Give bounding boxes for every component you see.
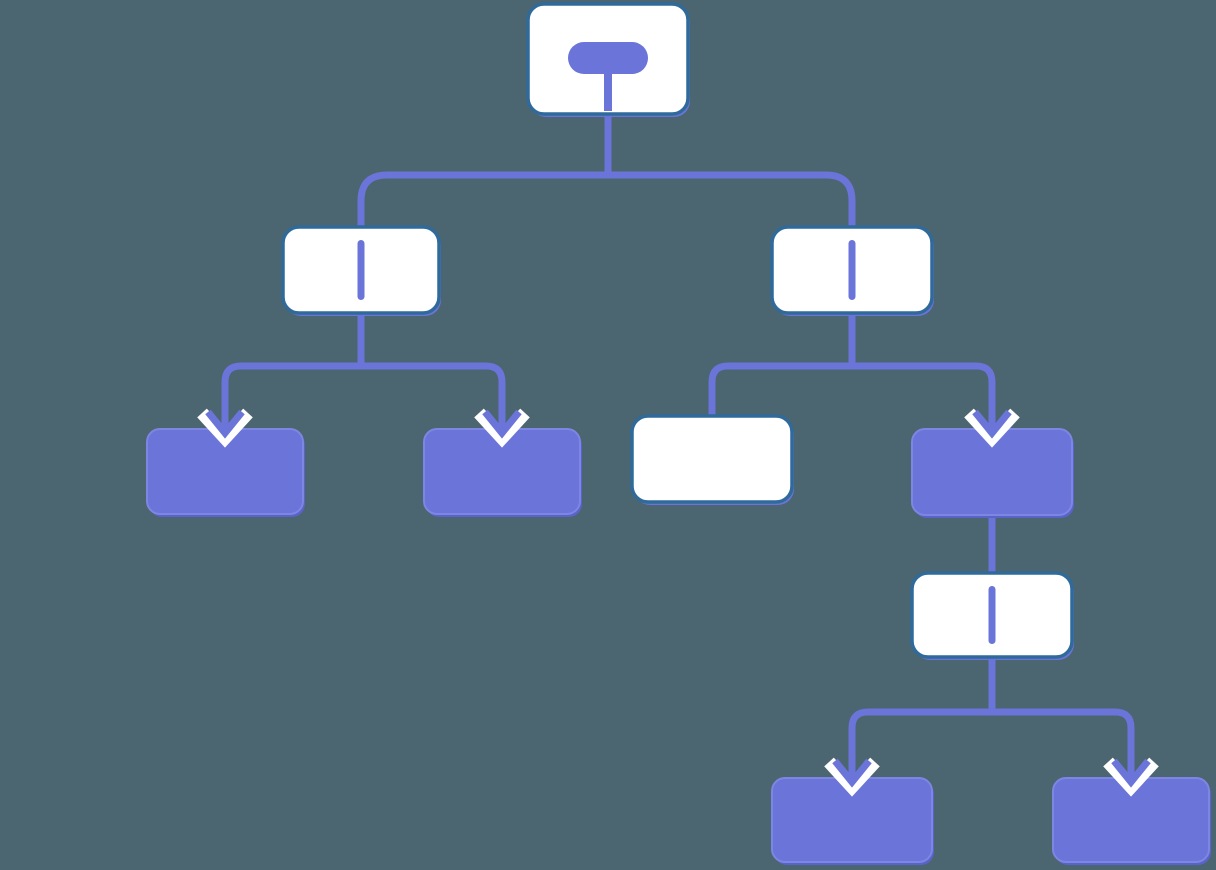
nodes-layer xyxy=(146,2,1211,865)
vline-icon xyxy=(357,240,365,300)
edge-left-fork xyxy=(221,313,506,415)
edge-right-fork xyxy=(708,313,996,421)
node-right-branch[interactable] xyxy=(770,225,934,316)
connector-bus xyxy=(221,362,506,415)
arrow-down-icon xyxy=(1103,756,1159,797)
node-right-child-fill[interactable] xyxy=(911,428,1074,518)
node-right-child-empty[interactable] xyxy=(630,414,794,505)
connector-bus xyxy=(708,362,996,421)
node-sub-branch[interactable] xyxy=(910,571,1074,660)
arrow-down-icon xyxy=(824,756,880,797)
arrow-down-icon xyxy=(964,407,1020,448)
node-left-branch[interactable] xyxy=(281,225,441,316)
pill-icon xyxy=(568,42,648,74)
arrow-head-chevron xyxy=(205,409,245,439)
pill-stem-icon xyxy=(604,72,612,111)
node-left-leaf-2[interactable] xyxy=(423,428,582,517)
arrow-head-chevron xyxy=(832,758,872,788)
arrow-down-icon xyxy=(197,407,253,448)
arrows-layer xyxy=(197,407,1159,797)
arrow-head-chevron xyxy=(1111,758,1151,788)
vline-icon xyxy=(848,240,856,300)
connector-bus xyxy=(357,171,856,232)
node-root[interactable] xyxy=(526,2,690,117)
connector-bus xyxy=(848,708,1135,764)
arrow-head-chevron xyxy=(972,409,1012,439)
node-sub-leaf-2[interactable] xyxy=(1052,777,1211,865)
node-sub-leaf-1[interactable] xyxy=(771,777,934,865)
arrow-down-icon xyxy=(474,407,530,448)
edge-root-fork xyxy=(357,114,856,232)
edges-layer xyxy=(221,114,1135,764)
white-node-box xyxy=(630,414,794,504)
arrow-head-chevron xyxy=(482,409,522,439)
node-left-leaf-1[interactable] xyxy=(146,428,305,517)
edge-sub-fork xyxy=(848,657,1135,764)
vline-icon xyxy=(988,586,996,644)
